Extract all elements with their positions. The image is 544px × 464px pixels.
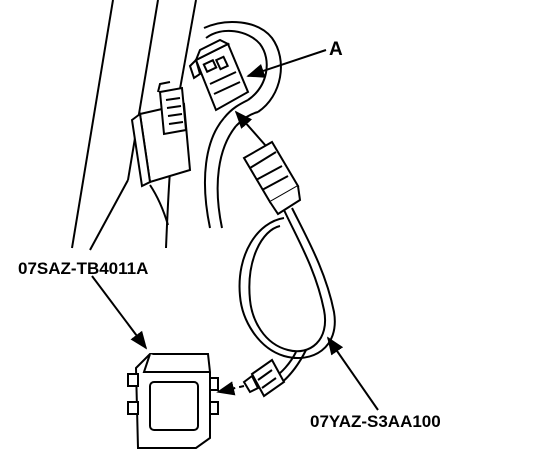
arrow-to-tool-box — [91, 275, 148, 350]
callout-arrows — [91, 49, 379, 411]
tool-part-number-label: 07SAZ-TB4011A — [18, 259, 149, 278]
arrow-connect-lower — [216, 381, 245, 396]
arrow-to-test-cable — [326, 336, 379, 411]
cable-part-number-label: 07YAZ-S3AA100 — [310, 412, 441, 431]
vehicle-harness — [203, 21, 282, 229]
cable-connector-upper — [242, 140, 302, 216]
connector-a-label: A — [329, 39, 343, 60]
test-cable-coil — [238, 207, 336, 385]
mounting-bracket — [130, 81, 192, 188]
cable-plug-lower — [242, 358, 286, 398]
arrow-connect-upper — [234, 110, 267, 147]
tool-box — [127, 353, 219, 449]
connector-a — [188, 38, 250, 112]
arrow-to-connector-a — [246, 49, 327, 78]
